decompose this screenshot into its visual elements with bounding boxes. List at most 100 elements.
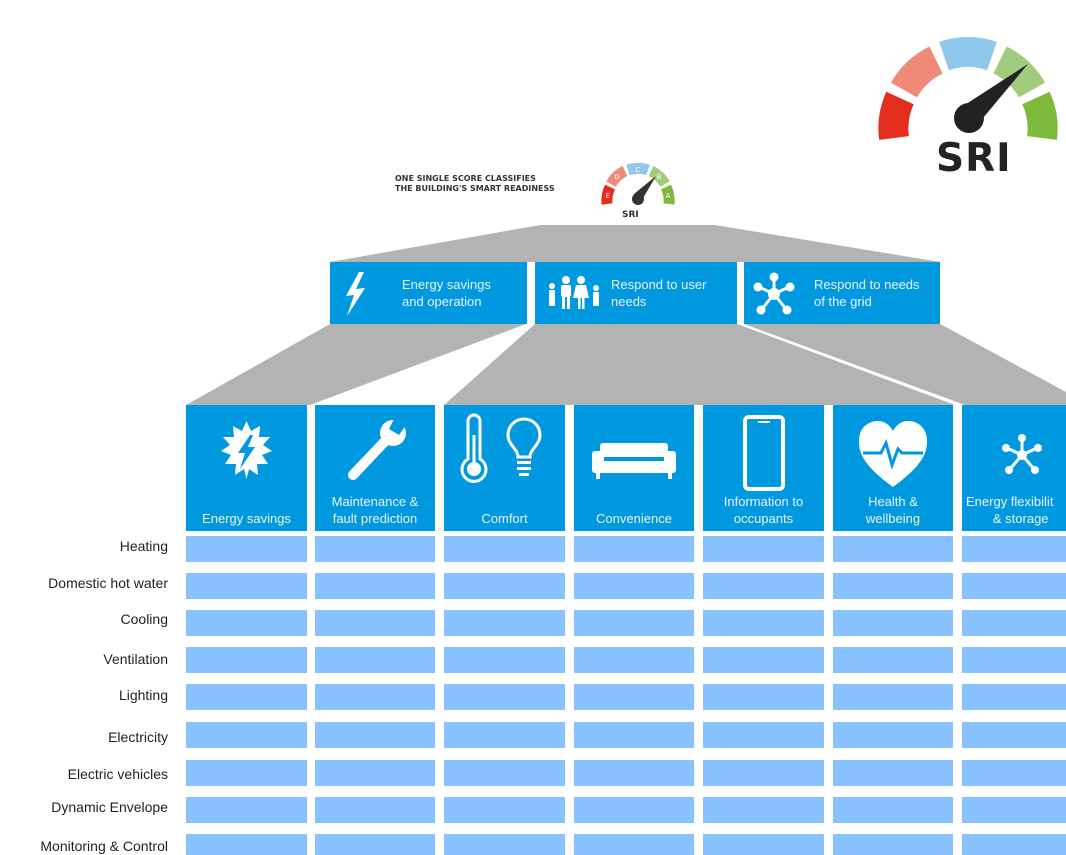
matrix-cell <box>962 760 1066 786</box>
matrix-cell <box>444 647 565 673</box>
matrix-cell <box>703 722 824 748</box>
matrix-cell <box>444 834 565 855</box>
matrix-cell <box>962 536 1066 562</box>
gauge-segment-green <box>1022 91 1058 140</box>
domain-label: & storage <box>992 511 1049 526</box>
matrix-cell <box>186 536 307 562</box>
domain-label: fault prediction <box>332 511 418 526</box>
matrix-cell <box>574 610 694 636</box>
service-label-hot-water: Domestic hot water <box>48 575 168 591</box>
service-label-electricity: Electricity <box>108 729 168 745</box>
matrix-cell <box>315 760 435 786</box>
matrix-cell <box>315 834 435 855</box>
gauge-segment-e <box>601 184 616 205</box>
matrix-cell <box>574 722 694 748</box>
matrix-cell <box>703 684 824 710</box>
wrench-icon <box>348 417 409 480</box>
gauge-letter: A <box>666 192 671 200</box>
domain-energy-savings: Energy savings <box>186 405 307 531</box>
service-label-ventilation: Ventilation <box>103 651 168 667</box>
domain-label: Energy savings <box>202 511 291 526</box>
matrix-cell <box>962 684 1066 710</box>
domain-label: Convenience <box>596 511 672 526</box>
service-label-lighting: Lighting <box>118 687 168 703</box>
matrix-cell <box>444 684 565 710</box>
matrix-cell <box>186 834 307 855</box>
pillar-user-connector <box>444 324 955 405</box>
small-sri-gauge-icon: E D C B A <box>601 162 675 205</box>
thermometer-bulb-icon <box>460 413 542 483</box>
matrix-cell <box>962 610 1066 636</box>
score-caption-line: THE BUILDING'S SMART READINESS <box>395 184 555 193</box>
network-icon <box>753 272 795 315</box>
matrix-cell <box>186 684 307 710</box>
domain-label: Maintenance & <box>331 494 419 509</box>
domain-label: occupants <box>733 511 794 526</box>
matrix-cell <box>444 797 565 823</box>
domain-maintenance: Maintenance & fault prediction <box>315 405 435 531</box>
big-sri-label: SRI <box>936 136 1012 181</box>
pillar-grid-connector <box>744 324 1066 405</box>
pillar-label: and operation <box>402 294 482 309</box>
smartphone-icon <box>743 415 785 491</box>
heart-pulse-icon <box>859 421 927 487</box>
gauge-segment-b <box>648 166 670 187</box>
network-icon <box>1002 434 1042 474</box>
matrix-cell <box>186 797 307 823</box>
matrix-cell <box>703 610 824 636</box>
service-label-monitoring: Monitoring & Control <box>40 838 168 854</box>
matrix-cell <box>833 573 953 599</box>
matrix-cell <box>574 573 694 599</box>
gauge-letter: D <box>614 173 619 181</box>
matrix-cell <box>962 797 1066 823</box>
lightning-icon <box>346 272 365 316</box>
gauge-segment-c <box>626 162 650 176</box>
matrix-cell <box>962 573 1066 599</box>
matrix-cell <box>315 722 435 748</box>
service-label-dynamic-envelope: Dynamic Envelope <box>51 799 168 815</box>
matrix-cell <box>703 647 824 673</box>
matrix-cell <box>833 647 953 673</box>
matrix-cell <box>444 536 565 562</box>
pillar-energy-connector <box>186 324 526 405</box>
matrix-cell <box>186 610 307 636</box>
matrix-cell <box>703 834 824 855</box>
gauge-segment-a <box>660 184 675 205</box>
matrix-cell <box>315 684 435 710</box>
matrix-cell <box>962 722 1066 748</box>
gauge-segment-red <box>878 91 914 140</box>
pillar-grid-needs: Respond to needs of the grid <box>744 262 940 324</box>
pillar-user-needs: Respond to user needs <box>535 262 737 324</box>
score-to-pillars-connector <box>330 225 940 262</box>
matrix-cell <box>833 684 953 710</box>
pillar-label: Respond to needs <box>814 277 920 292</box>
matrix-cell <box>444 573 565 599</box>
matrix-cell <box>833 760 953 786</box>
domain-energy-flexibility: Energy flexibilit & storage <box>962 405 1066 531</box>
pillar-label: Energy savings <box>402 277 491 292</box>
matrix-cell <box>315 536 435 562</box>
domain-information: Information to occupants <box>703 405 824 531</box>
matrix-cell <box>444 760 565 786</box>
pillar-energy-savings: Energy savings and operation <box>330 262 527 324</box>
matrix-cell <box>833 797 953 823</box>
pillar-label: needs <box>611 294 647 309</box>
small-sri-label: SRI <box>622 210 639 220</box>
matrix-cell <box>962 834 1066 855</box>
matrix-cell <box>315 647 435 673</box>
matrix-cell <box>574 647 694 673</box>
energy-burst-icon <box>221 421 272 479</box>
pillar-label: of the grid <box>814 294 872 309</box>
score-caption: ONE SINGLE SCORE CLASSIFIES THE BUILDING… <box>395 174 595 194</box>
matrix-cell <box>703 536 824 562</box>
service-label-heating: Heating <box>119 538 168 554</box>
matrix-cell <box>574 834 694 855</box>
matrix-cell <box>574 536 694 562</box>
pillar-label: Respond to user <box>611 277 707 292</box>
matrix-cell <box>186 722 307 748</box>
matrix-cell <box>574 760 694 786</box>
matrix-cell <box>833 722 953 748</box>
domain-health: Health & wellbeing <box>833 405 953 531</box>
gauge-letter: E <box>606 192 610 200</box>
